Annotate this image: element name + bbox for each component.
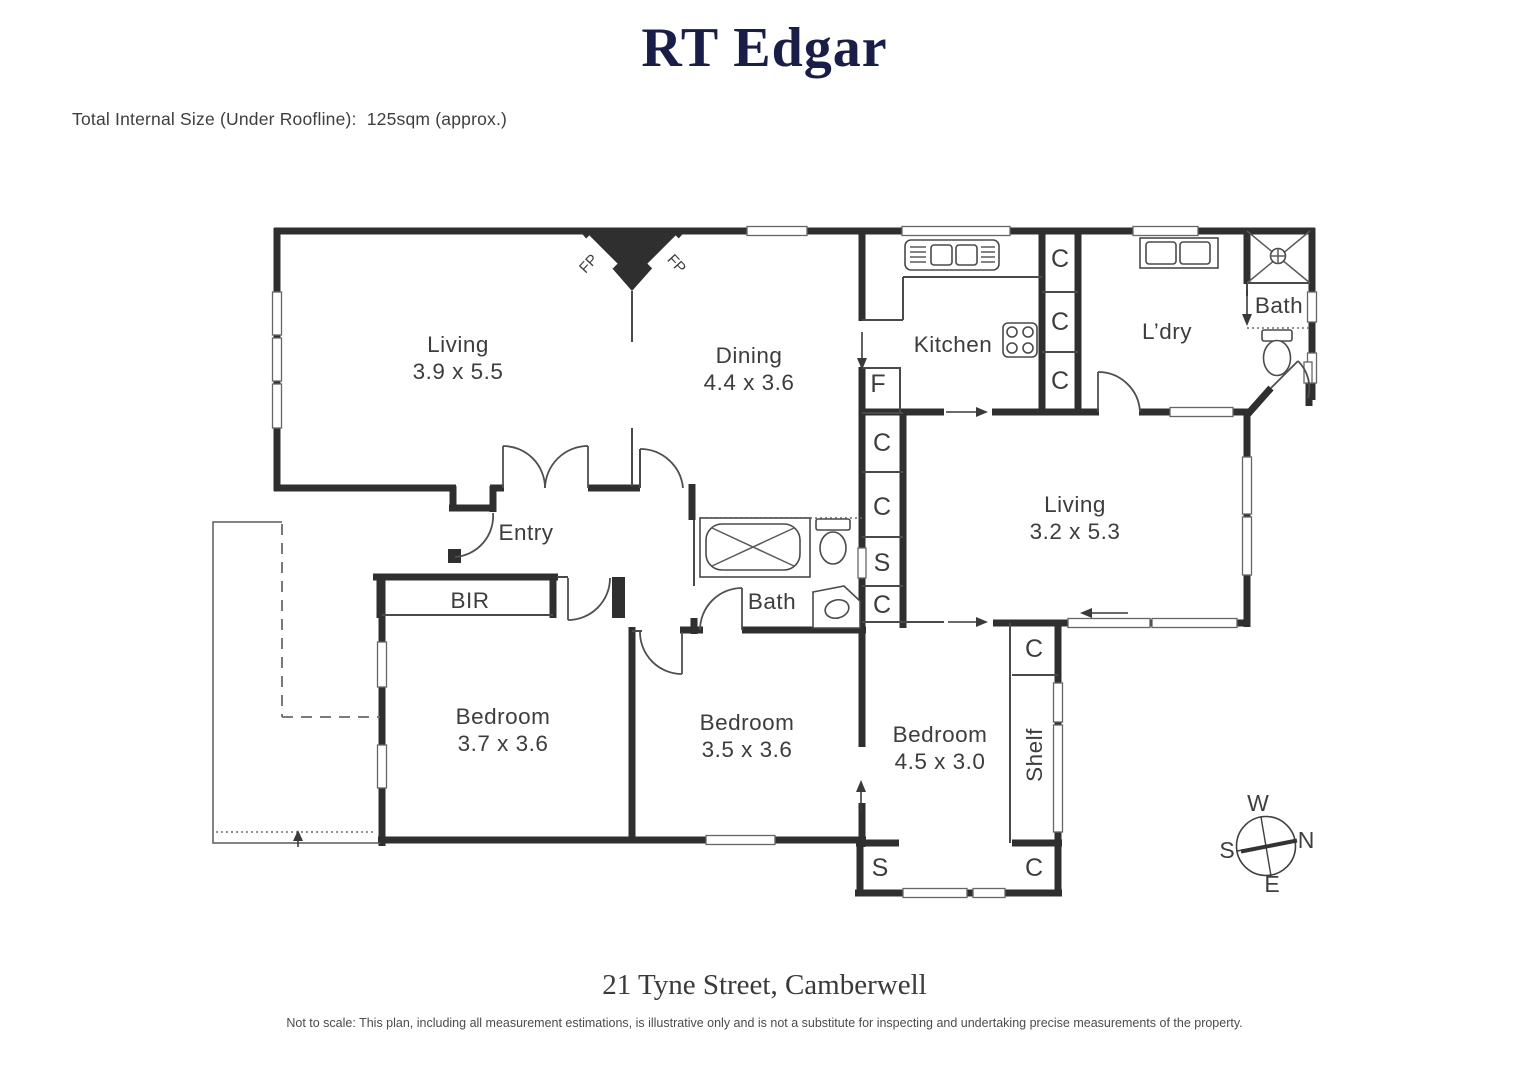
basin-icon: [812, 585, 861, 629]
toilet-central-icon: [815, 518, 851, 565]
cooktop-icon: [1002, 322, 1038, 358]
compass-south: S: [1219, 837, 1234, 863]
label-laundry: L’dry: [1142, 319, 1192, 344]
label-bath-rear: Bath: [1255, 293, 1303, 318]
kitchen-sink-icon: [904, 239, 1000, 271]
shower-icon: [1246, 230, 1311, 284]
doors: [454, 360, 1311, 675]
flow-arrows: [293, 290, 1252, 847]
label-entry: Entry: [498, 520, 553, 545]
label-cupboard-bed3-bot: C: [1025, 854, 1043, 882]
laundry-trough-icon: [1139, 237, 1219, 269]
label-bedroom-1: Bedroom: [456, 704, 551, 729]
room-labels: Living 3.9 x 5.5 Dining 4.4 x 3.6 Kitche…: [413, 245, 1303, 882]
label-living-rear: Living: [1044, 492, 1106, 517]
compass-icon: W N S E: [1219, 790, 1314, 897]
label-store-hall: S: [874, 549, 891, 577]
compass-east: E: [1264, 871, 1279, 897]
label-cupboard-hall-1: C: [873, 429, 891, 457]
label-fireplace-right: FP: [664, 251, 690, 277]
label-bedroom-2-dims: 3.5 x 3.6: [702, 737, 793, 762]
brand-title: RT Edgar: [641, 17, 888, 79]
label-store-bed3: S: [872, 854, 889, 882]
walls: [273, 227, 1316, 897]
label-fridge: F: [870, 370, 885, 398]
label-kitchen: Kitchen: [914, 332, 993, 357]
toilet-rear-icon: [1261, 329, 1293, 377]
label-living-rear-dims: 3.2 x 5.3: [1030, 519, 1121, 544]
verandah-outline: [212, 521, 380, 844]
compass-west: W: [1247, 790, 1269, 816]
label-cupboard-hall-2: C: [873, 493, 891, 521]
label-cupboard-kitchen-2: C: [1051, 308, 1069, 336]
label-bir: BIR: [450, 588, 489, 613]
label-bedroom-2: Bedroom: [700, 710, 795, 735]
fireplace: [577, 228, 688, 291]
label-shelf: Shelf: [1022, 728, 1047, 782]
label-living-front: Living: [427, 332, 489, 357]
compass-north: N: [1298, 827, 1315, 853]
fixtures: [699, 230, 1311, 629]
label-fireplace-left: FP: [576, 251, 602, 277]
label-dining: Dining: [716, 343, 783, 368]
label-bedroom-1-dims: 3.7 x 3.6: [458, 731, 549, 756]
interior-lines: [382, 276, 1312, 843]
label-cupboard-kitchen-1: C: [1051, 245, 1069, 273]
label-bath-central: Bath: [748, 589, 796, 614]
label-dining-dims: 4.4 x 3.6: [704, 370, 795, 395]
label-cupboard-kitchen-3: C: [1051, 367, 1069, 395]
total-size-note: Total Internal Size (Under Roofline): 12…: [72, 109, 508, 129]
bathtub-icon: [699, 517, 811, 578]
label-bedroom-3-dims: 4.5 x 3.0: [895, 749, 986, 774]
property-address: 21 Tyne Street, Camberwell: [602, 969, 927, 1001]
label-living-front-dims: 3.9 x 5.5: [413, 359, 504, 384]
label-cupboard-bed3-top: C: [1025, 635, 1043, 663]
label-bedroom-3: Bedroom: [893, 722, 988, 747]
disclaimer-text: Not to scale: This plan, including all m…: [286, 1016, 1243, 1030]
windows: [271, 225, 1318, 899]
label-cupboard-hall-3: C: [873, 591, 891, 619]
